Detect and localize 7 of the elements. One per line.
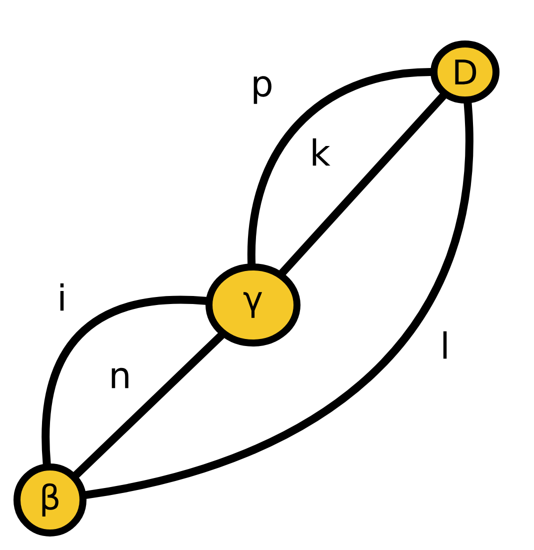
edge-label: p xyxy=(250,75,274,105)
edge-label: n xyxy=(108,366,132,390)
edge-label: k xyxy=(308,137,332,167)
edge-label: i xyxy=(56,282,68,312)
edge-label: l xyxy=(439,330,451,360)
edge xyxy=(278,92,447,277)
edge xyxy=(72,332,226,479)
